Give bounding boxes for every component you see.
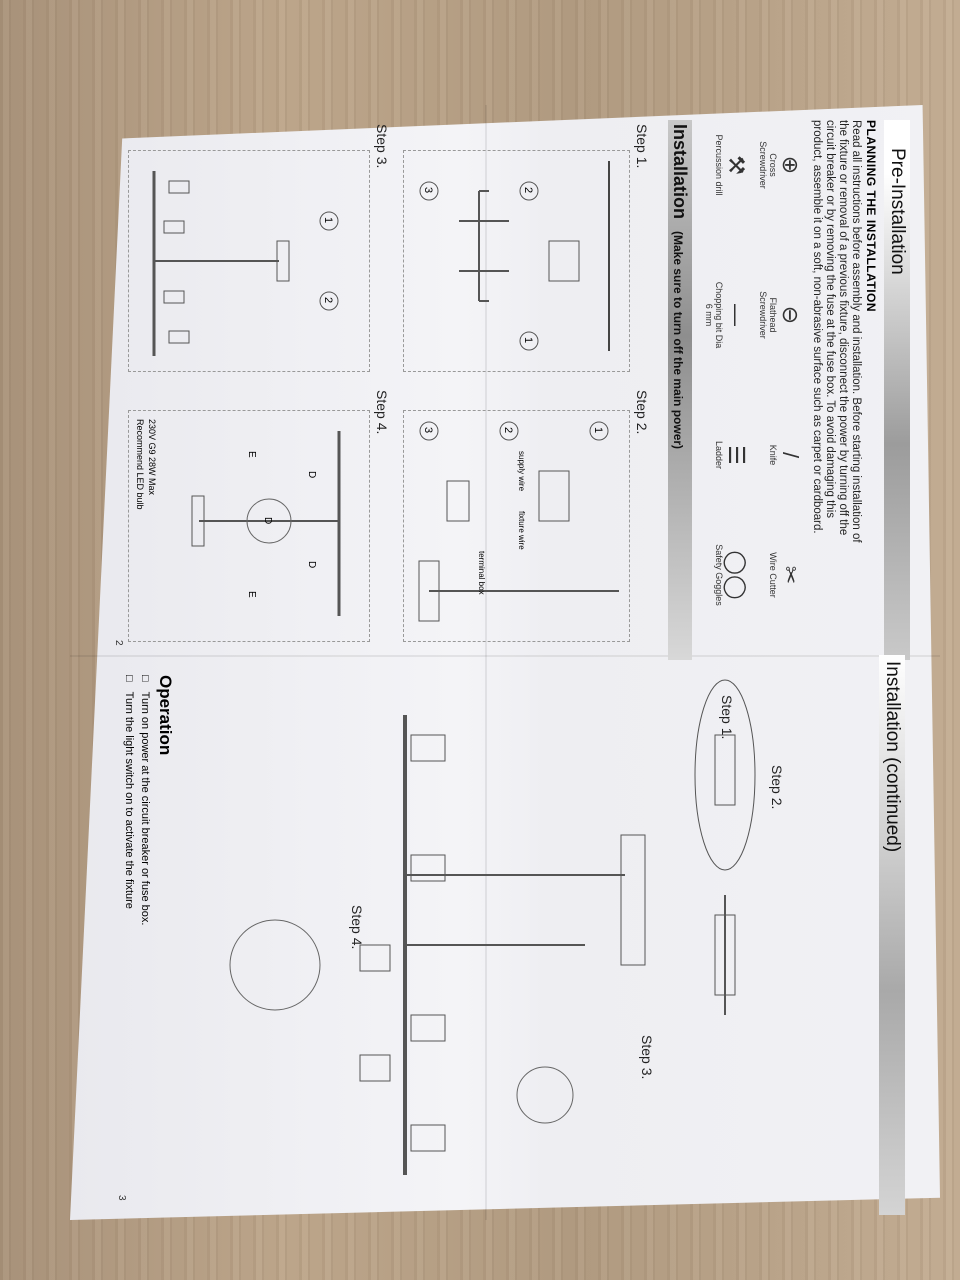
cross-screwdriver-icon: ⊕ (778, 155, 803, 175)
drill-bit-icon: — (724, 304, 749, 326)
flathead-screwdriver-icon: ⊖ (778, 305, 803, 325)
operation-item-1: Turn on power at the circuit breaker or … (139, 675, 151, 1195)
operation-heading: Operation (156, 675, 175, 756)
fold-line-vertical (485, 105, 487, 1220)
bulb-spec: 230V G9 28W Max (147, 419, 157, 496)
knife-icon: / (778, 451, 803, 459)
svg-text:2: 2 (522, 187, 534, 193)
drill-icon (548, 240, 580, 282)
svg-text:D: D (262, 517, 273, 524)
svg-text:1: 1 (522, 337, 534, 343)
wiring-callout (694, 679, 756, 871)
installation-continued-title: Installation (continued) (882, 661, 903, 853)
tool-knife: / Knife (768, 420, 803, 490)
tool-wire-cutter: ✂ Wire Cutter (768, 540, 803, 610)
drill-icon: ⚒ (724, 155, 749, 175)
planning-subtitle: PLANNING THE INSTALLATION (864, 120, 878, 313)
page-2: Pre-Installation PLANNING THE INSTALLATI… (113, 120, 910, 660)
right-step-4-diagram (229, 715, 585, 1175)
svg-text:2: 2 (502, 427, 514, 433)
pre-installation-banner: Pre-Installation (884, 120, 910, 660)
svg-text:E: E (246, 451, 257, 458)
page-number-2: 2 (113, 640, 124, 646)
step-3-label: Step 3. (374, 124, 390, 169)
bulb-recommendation: Recommend LED bulb (135, 419, 145, 510)
pre-installation-title: Pre-Installation (887, 148, 908, 275)
step-3-diagram: 1 2 (152, 171, 339, 356)
tool-flathead-screwdriver: ⊖ Flathead Screwdriver (758, 280, 803, 350)
svg-text:2: 2 (322, 297, 334, 303)
tool-list: ⊕ Cross Screwdriver ⊖ Flathead Screwdriv… (696, 120, 804, 660)
tool-chopping-bit: — Chopping bit Dia 6 mm (704, 281, 749, 349)
operation-section: Operation Turn on power at the circuit b… (115, 675, 175, 1195)
installation-note: (Make sure to turn off the main power) (671, 231, 685, 450)
tool-safety-goggles: ◯◯ Safety Goggles (714, 540, 749, 610)
instruction-sheet (70, 105, 940, 1220)
svg-text:D: D (306, 471, 317, 478)
svg-text:E: E (246, 591, 257, 598)
svg-text:D: D (306, 561, 317, 568)
installation-banner: Installation (Make sure to turn off the m… (668, 120, 692, 660)
installation-heading: Installation (670, 124, 690, 220)
globe-shade-small (516, 1066, 574, 1124)
page-number-3: 3 (116, 1195, 127, 1201)
svg-text:1: 1 (322, 217, 334, 223)
step-2-diagram: 1 2 3 supply wire fixture wire terminal … (418, 421, 619, 622)
fold-line-horizontal (70, 655, 940, 657)
tool-percussion-drill: ⚒ Percussion drill (714, 130, 749, 200)
step-3-diagram-box: 1 2 (128, 150, 370, 372)
step-4-label: Step 4. (374, 390, 390, 435)
terminal-box-label: terminal box (477, 551, 486, 595)
fixture-wire-label: fixture wire (517, 511, 526, 550)
step-4-diagram: D E E D D 230V G9 28W Max Recommend LED … (135, 419, 341, 616)
intro-paragraph: Read all instructions before assembly an… (811, 120, 862, 543)
installation-continued-banner: Installation (continued) (879, 655, 905, 1215)
svg-text:1: 1 (592, 427, 604, 433)
tool-ladder: ☰ Ladder (714, 420, 749, 490)
globe-shade (229, 919, 321, 1011)
step-1-diagram: 2 1 3 (419, 161, 610, 351)
operation-item-2: Turn the light switch on to activate the… (123, 675, 135, 1195)
wire-cutter-icon: ✂ (778, 565, 803, 585)
step-4-diagram-box: D E E D D 230V G9 28W Max Recommend LED … (128, 410, 370, 642)
step-2-diagram-box: 1 2 3 supply wire fixture wire terminal … (403, 410, 630, 642)
supply-wire-label: supply wire (517, 451, 526, 492)
svg-text:3: 3 (422, 187, 434, 193)
tool-cross-screwdriver: ⊕ Cross Screwdriver (758, 130, 803, 200)
right-steps-1-3-diagram (405, 679, 756, 1015)
step-1-diagram-box: 2 1 3 (403, 150, 630, 372)
goggles-icon: ◯◯ (724, 550, 749, 600)
step-1-label: Step 1. (634, 124, 650, 169)
svg-text:3: 3 (422, 427, 434, 433)
ladder-icon: ☰ (724, 445, 749, 465)
page-3: Installation (continued) Step 1. Step 2.… (115, 655, 905, 1215)
step-2-label: Step 2. (634, 390, 650, 435)
